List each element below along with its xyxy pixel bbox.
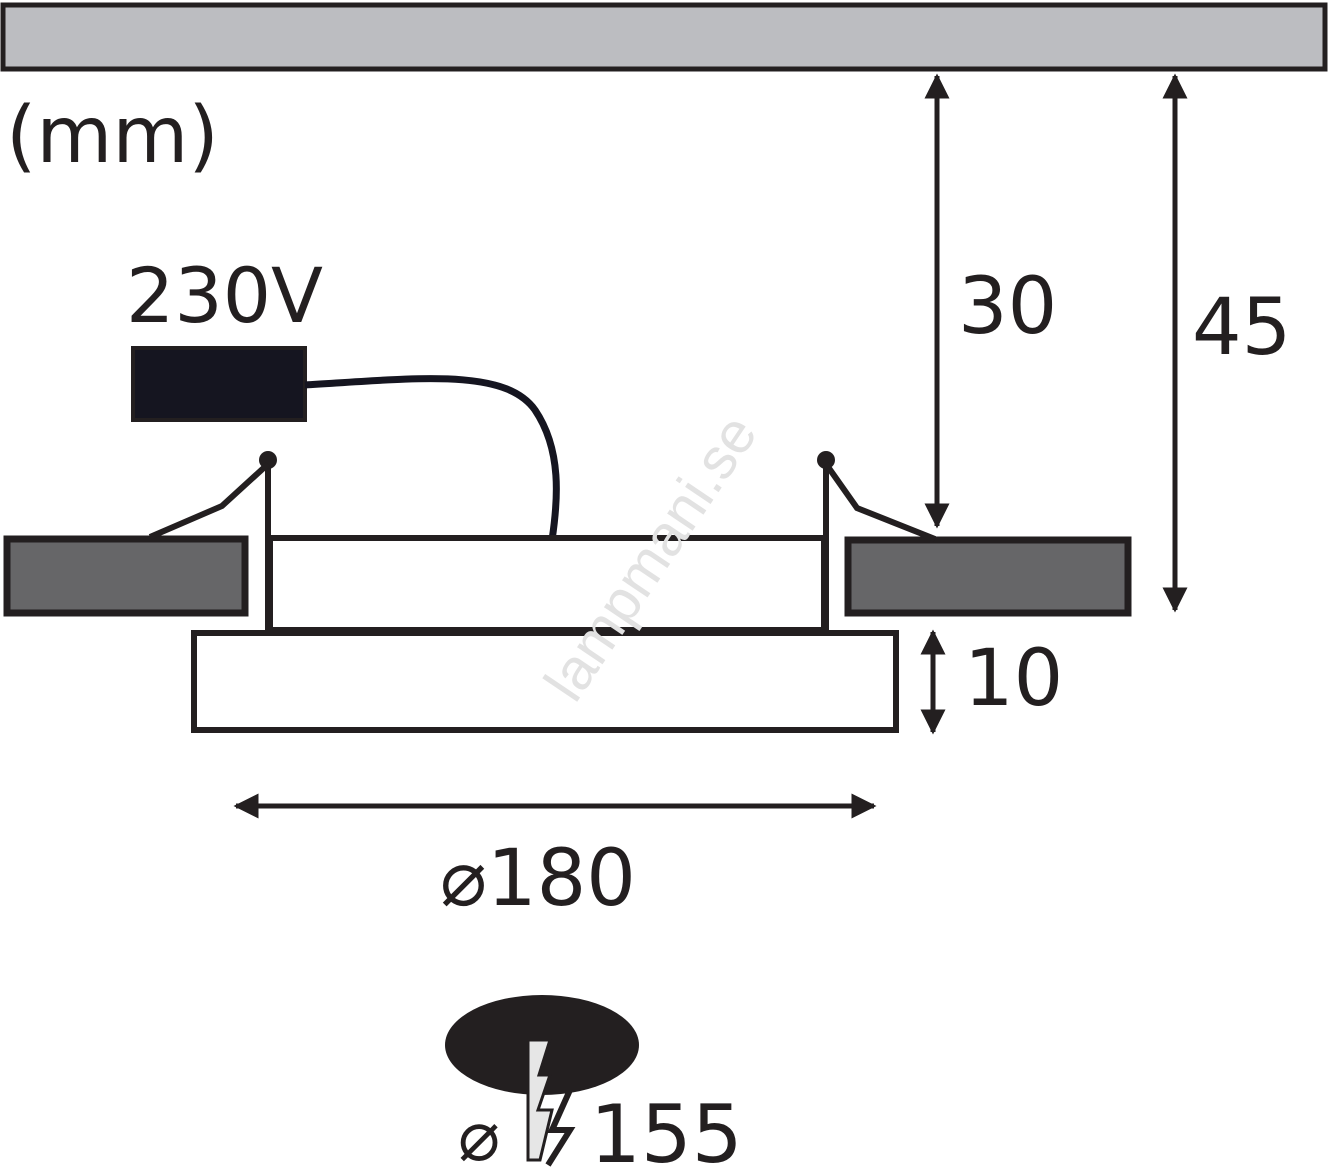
dim-label-45: 45 [1192,283,1291,373]
cutout-diameter-label: 155 [590,1088,743,1167]
housing [267,535,827,633]
ceiling-block-right [844,536,1132,617]
light-panel [191,630,899,733]
dim-label-180: ⌀180 [440,834,636,924]
power-cable [304,375,560,541]
driver-box [131,346,307,422]
spring-arm-right [823,462,937,542]
unit-label: (mm) [6,91,219,181]
ceiling-block-left [3,535,249,617]
voltage-label: 230V [126,251,323,340]
cutout-diameter-symbol: ⌀ [458,1095,500,1167]
dim-label-30: 30 [958,262,1057,352]
ceiling-cutout-icon [445,995,639,1167]
dim-label-10: 10 [964,634,1063,724]
spring-arm-left [148,461,271,540]
ceiling [0,2,1328,72]
clip-pivot-right [817,451,835,469]
